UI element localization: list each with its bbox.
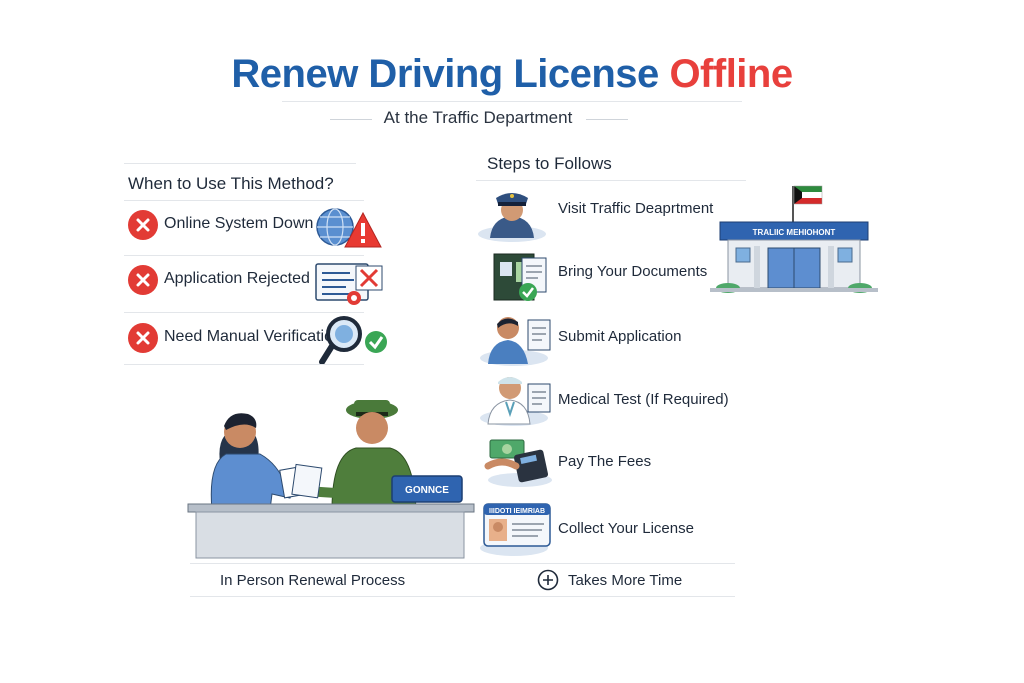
section-divider (124, 200, 364, 201)
magnifier-check-icon (319, 316, 387, 365)
section-divider (124, 312, 364, 313)
reject-x-icon (128, 210, 158, 240)
page-subtitle: At the Traffic Department (383, 108, 573, 127)
documents-icon (493, 253, 547, 301)
reason-item: Application Rejected (128, 265, 388, 295)
footer-divider (190, 596, 735, 597)
step-label: Medical Test (If Required) (558, 391, 729, 408)
title-divider (282, 101, 742, 102)
counter-illustration: GONNCE (187, 400, 475, 559)
doctor-icon (480, 377, 551, 426)
rejected-form-icon (315, 263, 383, 305)
footer-right-label: Takes More Time (568, 572, 683, 589)
traffic-department-building: TRALIIC MEHIOHONT (710, 185, 878, 293)
globe-warning-icon (316, 208, 382, 248)
page-title: Renew Driving License Offline (0, 52, 1024, 97)
step-label: Submit Application (558, 328, 682, 345)
steps-heading: Steps to Follows (487, 154, 612, 173)
section-divider (124, 364, 364, 365)
building-sign: TRALIIC MEHIOHONT (753, 228, 836, 237)
title-main: Renew Driving License (231, 52, 659, 96)
reason-label: Need Manual Verification (164, 328, 342, 345)
footer-left-label: In Person Renewal Process (220, 572, 406, 589)
section-divider (124, 163, 356, 164)
reason-label: Application Rejected (164, 270, 310, 287)
traffic-officer-icon (478, 193, 546, 242)
step-label: Collect Your License (558, 520, 694, 537)
card-payment-icon (484, 439, 552, 487)
reject-x-icon (128, 323, 158, 353)
reason-item: Online System Down (128, 210, 388, 240)
step-label: Visit Traffic Deaprtment (558, 200, 714, 217)
reject-x-icon (128, 265, 158, 295)
footer-divider (190, 563, 735, 564)
person-application-icon (480, 317, 551, 366)
license-card-icon: IIIDOTI IEIMRIAB (480, 503, 551, 556)
subtitle-line-left (330, 119, 372, 120)
subtitle-line-right (586, 119, 628, 120)
plus-circle-icon (537, 569, 559, 591)
counter-sign: GONNCE (405, 485, 449, 496)
reasons-heading: When to Use This Method? (128, 174, 334, 193)
section-divider (124, 255, 364, 256)
section-divider (476, 180, 746, 181)
step-label: Pay The Fees (558, 453, 652, 470)
reason-item: Need Manual Verification (128, 323, 388, 353)
title-accent: Offline (669, 52, 793, 96)
step-label: Bring Your Documents (558, 263, 708, 280)
reason-label: Online System Down (164, 215, 314, 232)
card-header: IIIDOTI IEIMRIAB (489, 508, 545, 515)
